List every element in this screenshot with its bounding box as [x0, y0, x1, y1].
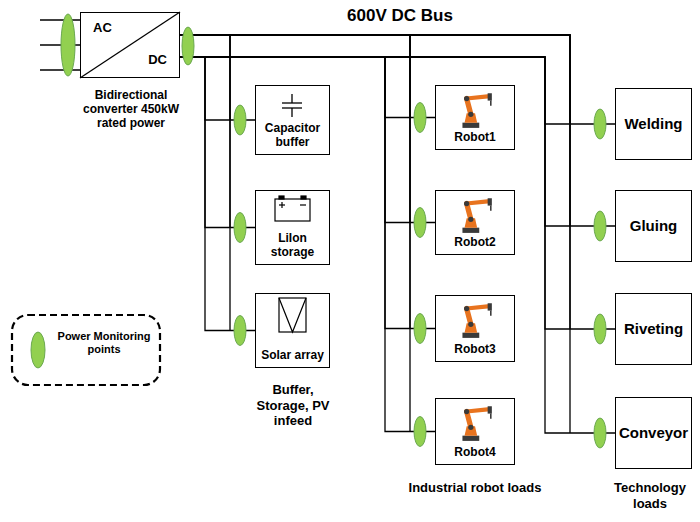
- storage-box: LiIon storage: [255, 190, 330, 265]
- box-text: Conveyor: [619, 424, 688, 441]
- box-text: Solar array: [261, 349, 324, 363]
- converter-box: ACDCBidirectional converter 450kW rated …: [80, 12, 180, 78]
- monitoring-point: [594, 211, 606, 241]
- monitoring-point: [594, 418, 606, 448]
- monitoring-point: [594, 314, 606, 344]
- monitoring-point: [182, 27, 194, 65]
- monitoring-point: [414, 103, 426, 133]
- box-text: LiIon storage: [259, 232, 326, 260]
- bus-wire: [180, 35, 435, 118]
- box-text: Capacitor buffer: [259, 122, 326, 150]
- buffer-box: Capacitor buffer: [255, 85, 330, 155]
- bus-title: 600V DC Bus: [300, 6, 500, 26]
- robot-box: Robot3: [435, 295, 515, 362]
- monitoring-point: [234, 316, 246, 346]
- bus-wire: [180, 35, 615, 433]
- group-label: Buffer, Storage, PV infeed: [250, 382, 336, 429]
- robot-icon: [462, 198, 491, 233]
- monitoring-point: [234, 105, 246, 135]
- bus-wire: [180, 35, 435, 329]
- load-box: Welding: [615, 88, 692, 160]
- robot-box: Robot2: [435, 190, 515, 255]
- robot-icon: [462, 93, 491, 128]
- box-text: Gluing: [630, 217, 678, 234]
- load-box: Gluing: [615, 190, 692, 262]
- box-text: Welding: [624, 115, 682, 132]
- bus-wire: [180, 35, 255, 228]
- group-label: Industrial robot loads: [405, 480, 545, 496]
- robot-box: Robot4: [435, 398, 515, 465]
- monitoring-point: [414, 417, 426, 447]
- converter-side: AC: [93, 21, 112, 36]
- legend-sample: [31, 332, 45, 368]
- monitoring-point: [594, 109, 606, 139]
- group-label: Technology loads: [603, 480, 697, 511]
- monitoring-point: [414, 314, 426, 344]
- box-text: Robot2: [454, 236, 495, 250]
- converter-diagonal: [80, 12, 180, 78]
- box-text: Robot3: [454, 343, 495, 357]
- bus-wire: [180, 35, 615, 329]
- converter-side: DC: [148, 53, 167, 68]
- robot-icon: [462, 406, 491, 441]
- load-box: Riveting: [615, 293, 692, 365]
- battery-symbol: [275, 196, 310, 221]
- bus-wire: [180, 35, 615, 124]
- bus-wire: [180, 35, 255, 331]
- pv-box: Solar array: [255, 293, 330, 368]
- monitoring-point: [234, 213, 246, 243]
- capacitor-symbol: [282, 94, 302, 117]
- bus-wire: [180, 35, 435, 432]
- monitoring-point: [61, 14, 75, 76]
- converter-heading: Bidirectional converter 450kW rated powe…: [77, 89, 185, 130]
- legend-text: Power Monitoring points: [52, 330, 156, 356]
- box-text: Robot4: [454, 446, 495, 460]
- box-text: Robot1: [454, 131, 495, 145]
- solar-panel-symbol: [279, 298, 306, 332]
- box-text: Riveting: [624, 320, 683, 337]
- bus-wire: [180, 35, 615, 226]
- robot-icon: [462, 303, 491, 338]
- monitoring-point: [414, 208, 426, 238]
- legend-frame: [12, 315, 160, 385]
- robot-box: Robot1: [435, 85, 515, 150]
- bus-wire: [180, 35, 435, 223]
- load-box: Conveyor: [615, 397, 692, 469]
